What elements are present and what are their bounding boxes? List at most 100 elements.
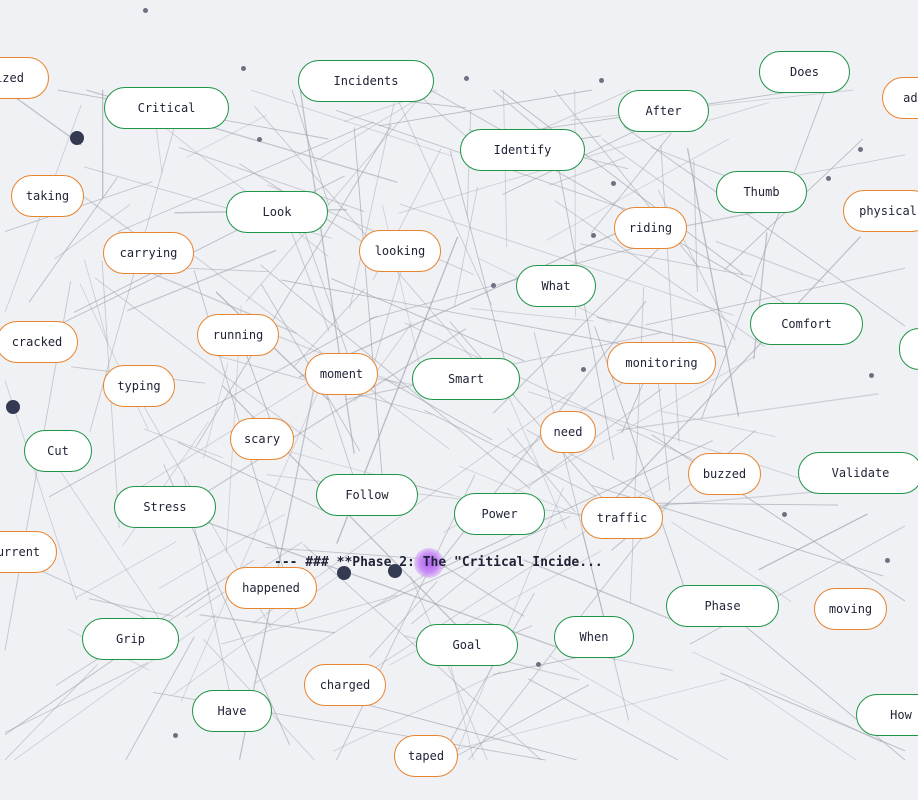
word-node-validate[interactable]: Validate <box>798 452 918 494</box>
word-node-thumb[interactable]: Thumb <box>716 171 807 213</box>
graph-edge <box>374 515 571 608</box>
word-node-have[interactable]: Have <box>192 690 272 732</box>
word-node-smart[interactable]: Smart <box>412 358 520 400</box>
word-node-look[interactable]: Look <box>226 191 328 233</box>
graph-edge <box>245 89 427 303</box>
background-dot <box>599 78 604 83</box>
word-node-incidents[interactable]: Incidents <box>298 60 434 102</box>
word-node-charged[interactable]: charged <box>304 664 386 706</box>
graph-edge <box>448 684 590 761</box>
word-node-moving[interactable]: moving <box>814 588 887 630</box>
graph-edge <box>293 288 365 367</box>
graph-edge <box>507 428 576 513</box>
graph-edge <box>384 378 493 441</box>
word-node-looking[interactable]: looking <box>359 230 441 272</box>
word-node-scary[interactable]: scary <box>230 418 294 460</box>
graph-edge <box>281 279 645 349</box>
word-node-cut[interactable]: Cut <box>24 430 92 472</box>
graph-node-dark[interactable] <box>337 566 351 580</box>
graph-edge <box>652 502 839 506</box>
background-dot <box>591 233 596 238</box>
word-node-taking[interactable]: taking <box>11 175 84 217</box>
graph-edge <box>291 89 330 206</box>
word-node-buzzed[interactable]: buzzed <box>688 453 761 495</box>
word-node-physical[interactable]: physical <box>843 190 918 232</box>
graph-edge <box>392 89 493 305</box>
graph-edge <box>399 203 734 316</box>
graph-edge <box>314 101 414 162</box>
word-node-grip[interactable]: Grip <box>82 618 179 660</box>
background-dot <box>241 66 246 71</box>
word-node-carrying[interactable]: carrying <box>103 232 194 274</box>
graph-edge <box>4 663 98 761</box>
graph-edge <box>48 454 167 631</box>
graph-edge <box>203 362 229 459</box>
background-dot <box>611 181 616 186</box>
graph-edge <box>186 114 268 158</box>
word-node-follow[interactable]: Follow <box>316 474 418 516</box>
graph-edge <box>79 283 149 430</box>
graph-node-dark[interactable] <box>388 564 402 578</box>
graph-edge <box>4 380 78 601</box>
graph-edge <box>410 576 488 761</box>
word-node-add[interactable]: add <box>882 77 918 119</box>
graph-edge <box>143 428 224 459</box>
word-node-need[interactable]: need <box>540 411 596 453</box>
word-node-happened[interactable]: happened <box>225 567 317 609</box>
word-node-how[interactable]: How <box>856 694 918 736</box>
graph-edge <box>715 240 825 284</box>
word-node-typing[interactable]: typing <box>103 365 175 407</box>
background-dot <box>257 137 262 142</box>
graph-edge <box>336 474 476 761</box>
graph-edge <box>492 241 666 414</box>
graph-edge <box>250 89 453 157</box>
word-node-riding[interactable]: riding <box>614 207 687 249</box>
graph-edge <box>286 220 330 332</box>
word-node-power[interactable]: Power <box>454 493 545 535</box>
graph-edge <box>492 89 547 136</box>
word-node-moment[interactable]: moment <box>305 353 378 395</box>
word-node-urrent[interactable]: urrent <box>0 531 57 573</box>
word-node-critical[interactable]: Critical <box>104 87 229 129</box>
graph-edge <box>527 391 834 490</box>
word-node-traffic[interactable]: traffic <box>581 497 663 539</box>
word-node-what[interactable]: What <box>516 265 596 307</box>
graph-edge <box>758 513 868 571</box>
word-node-ized[interactable]: ized <box>0 57 49 99</box>
graph-edge <box>48 315 378 498</box>
graph-edge <box>440 440 713 570</box>
word-node-identify[interactable]: Identify <box>460 129 585 171</box>
graph-edge <box>744 683 857 761</box>
graph-node-dark[interactable] <box>6 400 20 414</box>
word-node-comfort[interactable]: Comfort <box>750 303 863 345</box>
graph-edge <box>546 138 730 241</box>
graph-edge <box>4 662 148 733</box>
graph-edge <box>600 236 861 515</box>
word-node-goal[interactable]: Goal <box>416 624 518 666</box>
graph-edge <box>298 212 661 378</box>
graph-edge <box>414 678 727 761</box>
word-node-running[interactable]: running <box>197 314 279 356</box>
graph-edge <box>170 237 450 450</box>
graph-edge <box>686 148 740 417</box>
graph-node-dark[interactable] <box>70 131 84 145</box>
word-node-cracked[interactable]: cracked <box>0 321 78 363</box>
word-node-monitoring[interactable]: monitoring <box>607 342 716 384</box>
word-node-stress[interactable]: Stress <box>114 486 216 528</box>
active-node-glow[interactable] <box>414 548 444 578</box>
background-dot <box>464 76 469 81</box>
background-dot <box>826 176 831 181</box>
word-node-phase[interactable]: Phase <box>666 585 779 627</box>
graph-edge <box>75 541 177 599</box>
word-node-does[interactable]: Does <box>759 51 850 93</box>
word-node-after[interactable]: After <box>618 90 709 132</box>
graph-edge <box>645 267 906 326</box>
word-node-when[interactable]: When <box>554 616 634 658</box>
word-node-taped[interactable]: taped <box>394 735 458 777</box>
graph-edge <box>179 147 365 213</box>
background-dot <box>885 558 890 563</box>
graph-edge <box>692 651 883 743</box>
graph-edge <box>527 678 679 761</box>
graph-edge <box>579 243 753 277</box>
graph-edge <box>446 648 475 761</box>
